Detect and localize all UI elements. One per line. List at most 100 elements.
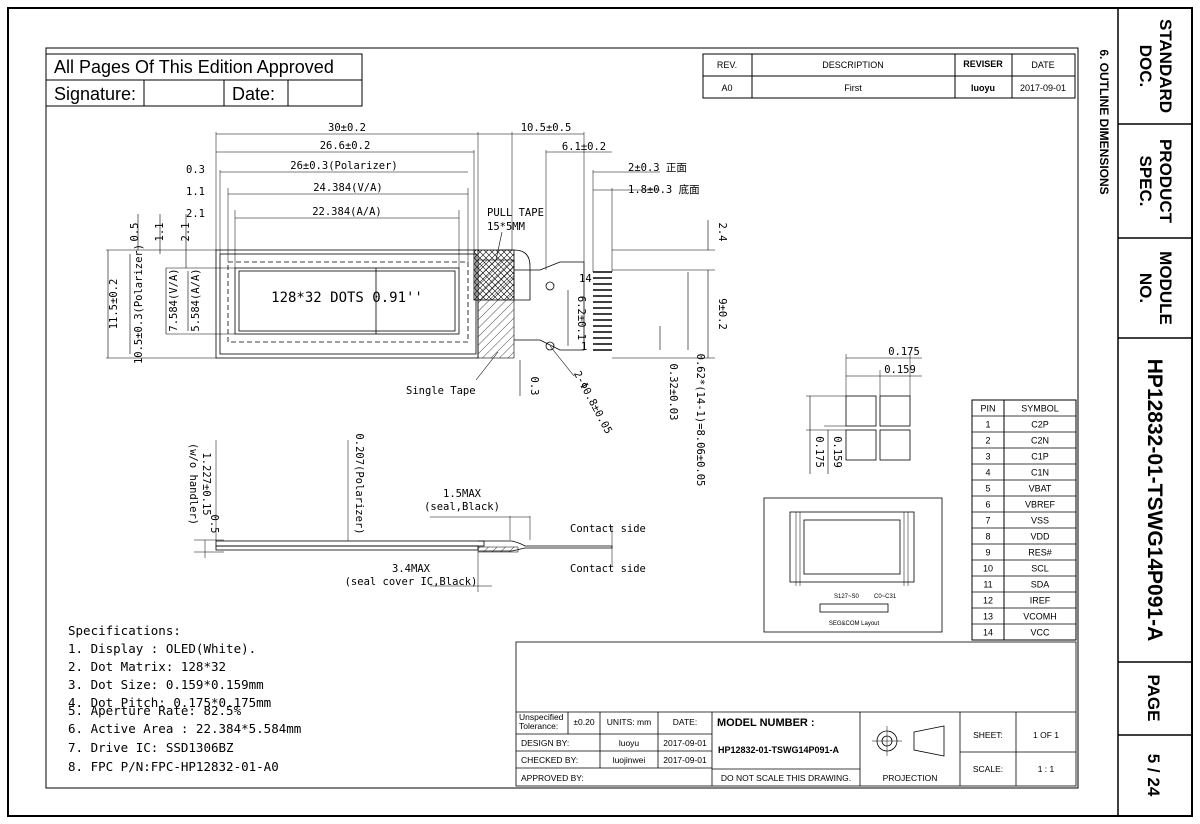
pin-number: 7 (985, 516, 990, 526)
pull-tape-label: PULL TAPE (487, 207, 544, 219)
title-block-text: Unspecified Tolerance: ±0.20 UNITS: mm D… (519, 712, 1059, 783)
side-dim-15max: 1.5MAX (443, 488, 482, 500)
contact-side-bottom: Contact side (570, 563, 646, 575)
dim-front: 2±0.3 正面 (628, 162, 687, 174)
sidebar: STANDARD DOC. PRODUCT SPEC. MODULE NO. H… (1097, 8, 1192, 816)
date-header: DATE (1031, 60, 1054, 70)
design-date: 2017-09-01 (663, 738, 707, 748)
pin-symbol: VBAT (1029, 484, 1052, 494)
dim-fpc-width: 6.1±0.2 (562, 141, 606, 153)
drawing-frame (45, 47, 1079, 789)
dim-hole: 2-Φ0.8±0.05 (571, 369, 614, 436)
seg-com-labels: S127~S0 C0~C31 SEG&COM Layout (829, 594, 897, 627)
side-dim-thickness: 1.227±0.15 (200, 452, 212, 515)
product-spec-label: PRODUCT (1156, 139, 1175, 224)
dim-offset-03: 0.3 (186, 164, 205, 176)
dim-v-24: 2.4 (716, 223, 728, 242)
display-text: 128*32 DOTS 0.91'' (271, 290, 423, 306)
dim-width-total: 30±0.2 (328, 122, 366, 134)
dim-width-polarizer: 26±0.3(Polarizer) (290, 160, 397, 172)
design-label: DESIGN BY: (521, 738, 569, 748)
module-name: HP12832-01-TSWG14P091-A (1143, 359, 1166, 641)
front-view (106, 132, 715, 396)
spec-item: 8. FPC P/N:FPC-HP12832-01-A0 (68, 759, 279, 774)
description-value: First (844, 83, 862, 93)
dim-fpc-length: 10.5±0.5 (521, 122, 572, 134)
pin-symbol: C2N (1031, 436, 1049, 446)
spec-item: 4. Dot Pitch: 0.175*0.175mm (68, 695, 271, 710)
dim-width-glass: 26.6±0.2 (320, 140, 371, 152)
dim-offset-21: 2.1 (186, 208, 205, 220)
standard-doc-label-2: DOC. (1136, 45, 1155, 88)
com-label: C0~C31 (874, 594, 897, 600)
seg-label: S127~S0 (834, 594, 860, 600)
dim-width-va: 24.384(V/A) (313, 182, 383, 194)
pin-symbol: C1P (1031, 452, 1049, 462)
pin-1-mark: 1 (581, 341, 587, 353)
dim-v-9: 9±0.2 (716, 298, 728, 330)
pixel-detail (806, 354, 922, 474)
dim-back: 1.8±0.3 底面 (628, 183, 700, 196)
pin-symbol: VSS (1031, 516, 1049, 526)
dim-pitch: 0.62*(14-1)=8.06±0.05 (694, 354, 706, 487)
product-spec-label-2: SPEC. (1136, 155, 1155, 206)
dim-v-05: 0.5 (129, 223, 141, 242)
pin-number: 5 (985, 484, 990, 494)
side-dim-handler: (w/o handler) (187, 443, 199, 525)
dim-v-height: 11.5±0.2 (108, 279, 120, 330)
standard-doc-label: STANDARD (1156, 19, 1175, 113)
pin-symbol: VBREF (1025, 500, 1056, 510)
pin-number: 4 (985, 468, 990, 478)
seg-com-layout (763, 497, 943, 633)
pin-symbol: VDD (1030, 532, 1050, 542)
pin-header: PIN (980, 404, 995, 414)
no-scale-note: DO NOT SCALE THIS DRAWING. (721, 773, 851, 783)
date-value: 2017-09-01 (1020, 83, 1066, 93)
dim-v-polarizer: 10.5±0.3(Polarizer) (133, 244, 145, 364)
side-view-labels: 1.227±0.15 (w/o handler) 0.5 0.207(Polar… (187, 433, 646, 588)
checked-date: 2017-09-01 (663, 755, 707, 765)
unspecified-label: Unspecified (519, 712, 564, 722)
approval-box: All Pages Of This Edition Approved Signa… (45, 53, 363, 107)
spec-item: 1. Display : OLED(White). (68, 641, 256, 656)
side-dim-polarizer: 0.207(Polarizer) (353, 433, 365, 534)
approved-label: APPROVED BY: (521, 773, 584, 783)
projection-label: PROJECTION (883, 773, 938, 783)
pin-symbol: SCL (1031, 564, 1049, 574)
dim-v-21: 2.1 (180, 223, 192, 242)
pin-number: 13 (983, 612, 993, 622)
section-title: 6. OUTLINE DIMENSIONS (1097, 49, 1111, 194)
date-label: Date: (232, 84, 275, 104)
pin-symbol: C1N (1031, 468, 1049, 478)
spec-item: 3. Dot Size: 0.159*0.159mm (68, 677, 264, 692)
spec-title: Specifications: (68, 623, 181, 638)
sheet-value: 1 OF 1 (1033, 730, 1059, 740)
side-dim-05: 0.5 (208, 515, 220, 534)
pull-tape-size: 15*5MM (487, 221, 525, 233)
rev-value: A0 (721, 83, 732, 93)
pixel-detail-labels: 0.175 0.159 0.159 0.175 (813, 346, 920, 468)
contact-side-top: Contact side (570, 523, 646, 535)
pixel-pitch-h: 0.175 (888, 346, 920, 358)
dim-offset-11: 1.1 (186, 186, 205, 198)
pin-symbol: IREF (1030, 596, 1051, 606)
pin-symbol: C2P (1031, 420, 1049, 430)
pin-number: 12 (983, 596, 993, 606)
pin-14-mark: 14 (579, 273, 592, 285)
spec-item: 5. Aperture Rate: 82.5% (68, 703, 242, 718)
spec-item: 7. Drive IC: SSD1306BZ (68, 740, 234, 755)
dim-v-11: 1.1 (154, 223, 166, 242)
page-label: PAGE (1144, 675, 1163, 722)
signature-label: Signature: (54, 84, 136, 104)
side-dim-34max: 3.4MAX (392, 563, 431, 575)
dim-width-aa: 22.384(A/A) (312, 206, 382, 218)
pin-symbol: RES# (1028, 548, 1052, 558)
pin-number: 11 (983, 580, 992, 590)
symbol-header: SYMBOL (1021, 404, 1059, 414)
single-tape-label: Single Tape (406, 385, 476, 397)
scale-value: 1 : 1 (1038, 764, 1055, 774)
pin-number: 9 (985, 548, 990, 558)
